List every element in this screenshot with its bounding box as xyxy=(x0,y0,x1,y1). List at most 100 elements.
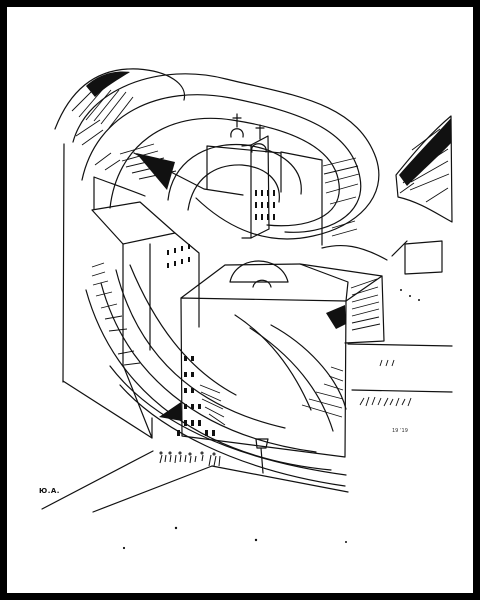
window xyxy=(255,214,257,220)
dome-right xyxy=(251,143,267,153)
window xyxy=(267,202,269,208)
window xyxy=(191,420,194,426)
window xyxy=(184,388,187,393)
window xyxy=(255,202,257,208)
window xyxy=(181,246,183,251)
window xyxy=(188,257,190,262)
corner-mark: 19 ‘19 xyxy=(392,428,408,434)
stone-dot xyxy=(345,541,347,543)
crowd-head xyxy=(168,451,172,455)
stone-dot xyxy=(400,289,402,291)
center-hatching xyxy=(199,366,344,426)
window xyxy=(198,420,201,426)
stone-dot xyxy=(122,546,126,550)
swirl-arc-2 xyxy=(81,94,362,233)
dome-left xyxy=(230,128,244,138)
window xyxy=(184,356,187,361)
window xyxy=(198,404,201,409)
street-bottom-left xyxy=(41,450,154,510)
window xyxy=(205,430,208,436)
window xyxy=(261,202,263,208)
swirl-hatching-left xyxy=(91,262,141,366)
window xyxy=(267,214,269,220)
central-dome-window xyxy=(252,279,272,288)
window xyxy=(174,248,176,253)
window xyxy=(267,190,269,196)
wave-right-2 xyxy=(249,327,334,432)
left-building-side xyxy=(149,232,200,351)
window xyxy=(212,430,215,436)
window xyxy=(184,420,187,426)
dark-hill-top xyxy=(86,71,130,97)
window xyxy=(261,190,263,196)
wave-lower-4 xyxy=(129,264,237,396)
right-ground xyxy=(347,343,453,393)
swirl-arc-3 xyxy=(109,117,340,227)
central-building-roof-right xyxy=(299,263,383,277)
lamp-icon xyxy=(255,438,269,474)
crowd-head xyxy=(159,451,163,455)
left-hill xyxy=(54,68,186,130)
swirl-inner-arc xyxy=(187,164,280,211)
right-building-top xyxy=(404,240,443,275)
street-left-line xyxy=(62,380,153,439)
left-building-front xyxy=(122,243,153,439)
window xyxy=(177,430,180,436)
window xyxy=(191,388,194,393)
window xyxy=(261,214,263,220)
left-building-roof xyxy=(91,201,176,245)
crowd-head xyxy=(212,452,216,456)
window xyxy=(191,356,194,361)
back-hill-left xyxy=(93,176,146,210)
street-right-base xyxy=(211,465,349,493)
cross-icon-right xyxy=(255,124,265,140)
crowd-head xyxy=(178,451,182,455)
window xyxy=(191,372,194,377)
dark-patch-building xyxy=(326,305,346,329)
wave-lower-6 xyxy=(109,365,347,476)
window xyxy=(188,244,190,249)
central-dome xyxy=(229,260,289,283)
window xyxy=(167,263,169,268)
right-building-hatching xyxy=(350,278,381,331)
right-bridge xyxy=(321,244,388,261)
wave-lower-5 xyxy=(119,384,346,487)
window xyxy=(167,250,169,255)
window xyxy=(255,190,257,196)
street-bottom-right xyxy=(92,465,213,513)
wave-lower-2 xyxy=(100,282,317,453)
stone-dot xyxy=(409,295,411,297)
hill-hatching-left xyxy=(71,87,134,171)
crowd-head xyxy=(200,451,204,455)
right-roof xyxy=(391,240,408,257)
right-hill xyxy=(395,115,453,223)
wave-lower-3 xyxy=(115,269,286,429)
crowd xyxy=(159,454,221,467)
dark-triangle xyxy=(136,153,175,190)
window xyxy=(174,261,176,266)
upper-tower-left xyxy=(241,144,252,239)
window xyxy=(273,214,275,220)
dark-peak-right xyxy=(399,118,451,186)
upper-tower-right xyxy=(250,135,270,239)
dark-patch-swirl xyxy=(159,402,182,421)
window xyxy=(184,404,187,409)
tall-pole xyxy=(62,143,65,383)
stone-dot xyxy=(254,538,258,542)
stone-dot xyxy=(174,526,178,530)
stone-dot xyxy=(418,299,420,301)
window xyxy=(191,404,194,409)
wave-right-3 xyxy=(234,314,312,411)
window xyxy=(273,190,275,196)
central-building-front xyxy=(180,297,347,458)
artist-signature: Ю.А. xyxy=(39,487,60,495)
window xyxy=(273,202,275,208)
window xyxy=(181,259,183,264)
upper-building-right xyxy=(280,151,323,246)
cross-icon-left xyxy=(232,113,242,128)
crowd-head xyxy=(188,452,192,456)
window xyxy=(184,372,187,377)
upper-church xyxy=(206,145,282,193)
central-building-side xyxy=(344,275,385,344)
